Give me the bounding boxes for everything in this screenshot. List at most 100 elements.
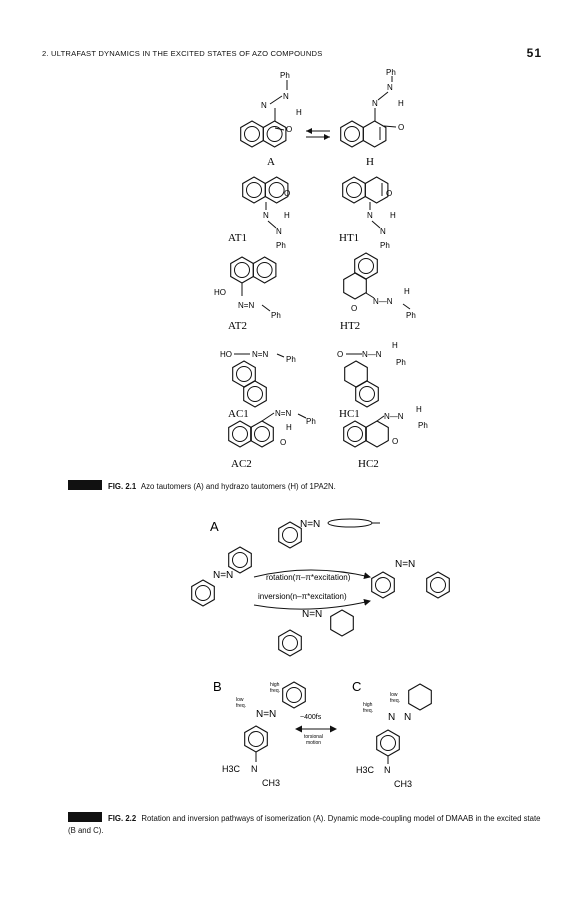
page-header: 2. ULTRAFAST DYNAMICS IN THE EXCITED STA… (42, 46, 542, 64)
atom-neq: N=N (256, 709, 276, 720)
atom-ph: Ph (271, 311, 281, 320)
panel-c: C low freq. high freq. N N H3C N CH3 (352, 679, 432, 789)
atom-n: N (384, 765, 391, 775)
panel-label: C (352, 679, 361, 694)
atom-ph: Ph (386, 68, 396, 77)
tautomer-label: AT1 (228, 232, 247, 244)
tautomer-HT1: O N H N Ph HT1 (339, 177, 396, 250)
atom-neq: N=N (252, 350, 268, 359)
panel-b: B high freq. low freq. N=N H3C N CH3 (213, 679, 306, 788)
methyl-label: CH3 (394, 779, 412, 789)
atom-ph: Ph (280, 71, 290, 80)
atom-n: N (380, 227, 386, 236)
tautomer-label: HT1 (339, 232, 359, 244)
methyl-label: CH3 (262, 778, 280, 788)
low-freq-label: freq. (390, 698, 400, 704)
figure-2-1: N N Ph H O A N N Ph H O H O N H N Ph (214, 68, 428, 470)
atom-o: O (386, 189, 392, 198)
atom-n-dash: N—N (384, 412, 404, 421)
atom-h: H (286, 423, 292, 432)
atom-n: N (404, 712, 411, 723)
atom-ph: Ph (406, 311, 416, 320)
atom-o: O (392, 437, 398, 446)
atom-ph: Ph (396, 358, 406, 367)
atom-h: H (398, 99, 404, 108)
atom-n: N (261, 101, 267, 110)
tautomer-label: AC2 (231, 458, 252, 470)
atom-neq: N=N (238, 301, 254, 310)
atom-n: N (367, 211, 373, 220)
atom-ph: Ph (286, 355, 296, 364)
atom-neq: N=N (395, 559, 415, 570)
caption-text: Rotation and inversion pathways of isome… (68, 814, 541, 835)
caption-marker (68, 480, 102, 490)
equilibrium-arrows (306, 128, 330, 140)
atom-o: O (337, 350, 343, 359)
atom-ph: Ph (380, 241, 390, 250)
tautomer-label: H (366, 156, 374, 168)
high-freq-label: high (363, 702, 373, 708)
tautomer-A: N N Ph H O A (241, 71, 302, 168)
running-head: 2. ULTRAFAST DYNAMICS IN THE EXCITED STA… (42, 49, 323, 58)
atom-neq: N=N (302, 609, 322, 620)
tautomer-AC2: N=N Ph H O AC2 (228, 409, 316, 470)
caption-text: Azo tautomers (A) and hydrazo tautomers … (140, 482, 336, 491)
panel-label: A (210, 519, 219, 534)
atom-ho: HO (220, 350, 232, 359)
tautomer-HC2: N—N H Ph O HC2 (343, 405, 428, 470)
low-freq-label: freq. (236, 703, 246, 709)
tautomer-HT2: O N—N H Ph HT2 (340, 252, 416, 332)
tautomer-label: AT2 (228, 320, 247, 332)
low-freq-label: low (236, 697, 244, 703)
atom-n: N (263, 211, 269, 220)
tautomer-label: AC1 (228, 408, 249, 420)
atom-o: O (280, 438, 286, 447)
high-freq-label: freq. (270, 688, 280, 694)
caption-marker (68, 812, 102, 822)
panel-a: A N=N N=N rotation(π–π*excitation) inver… (191, 518, 450, 657)
tautomer-AC1: HO N=N Ph AC1 (220, 350, 296, 420)
tautomer-label: A (267, 156, 275, 168)
figure-2-2-caption: FIG. 2.2 Rotation and inversion pathways… (68, 812, 548, 837)
low-freq-label: low (390, 692, 398, 698)
atom-h: H (296, 108, 302, 117)
methyl-label: H3C (356, 765, 375, 775)
atom-o: O (351, 304, 357, 313)
time-label: ~400fs (300, 714, 322, 721)
tautomer-label: HC1 (339, 408, 360, 420)
high-freq-label: freq. (363, 708, 373, 714)
atom-n-dash: N—N (362, 350, 382, 359)
atom-n: N (387, 83, 393, 92)
atom-h: H (416, 405, 422, 414)
page-number: 51 (526, 46, 542, 60)
tautomer-label: HT2 (340, 320, 360, 332)
atom-h: H (284, 211, 290, 220)
atom-o: O (284, 189, 290, 198)
atom-o: O (398, 123, 404, 132)
atom-ph: Ph (276, 241, 286, 250)
atom-neq: N=N (300, 519, 320, 530)
atom-ph: Ph (306, 417, 316, 426)
tautomer-HC1: O N—N H Ph HC1 (337, 341, 406, 420)
atom-o: O (286, 125, 292, 134)
atom-ph: Ph (418, 421, 428, 430)
atom-h: H (390, 211, 396, 220)
tautomer-label: HC2 (358, 458, 379, 470)
atom-h: H (404, 287, 410, 296)
atom-n-dash: N—N (373, 297, 393, 306)
atom-n: N (283, 92, 289, 101)
methyl-label: H3C (222, 764, 241, 774)
atom-n: N (372, 99, 378, 108)
figure-label: FIG. 2.2 (108, 814, 137, 823)
mode-label: motion (306, 740, 321, 746)
tautomer-AT1: O N H N Ph AT1 (228, 177, 290, 250)
tautomer-AT2: HO N=N Ph AT2 (214, 257, 281, 332)
atom-neq: N=N (213, 570, 233, 581)
atom-neq: N=N (275, 409, 291, 418)
figure-2-2: A N=N N=N rotation(π–π*excitation) inver… (191, 518, 450, 789)
tautomer-H: N N Ph H O H (341, 68, 404, 168)
torsional-annotation: ~400fs torsional motion (295, 714, 337, 746)
atom-n: N (388, 712, 395, 723)
high-freq-label: high (270, 682, 280, 688)
atom-n: N (251, 764, 258, 774)
